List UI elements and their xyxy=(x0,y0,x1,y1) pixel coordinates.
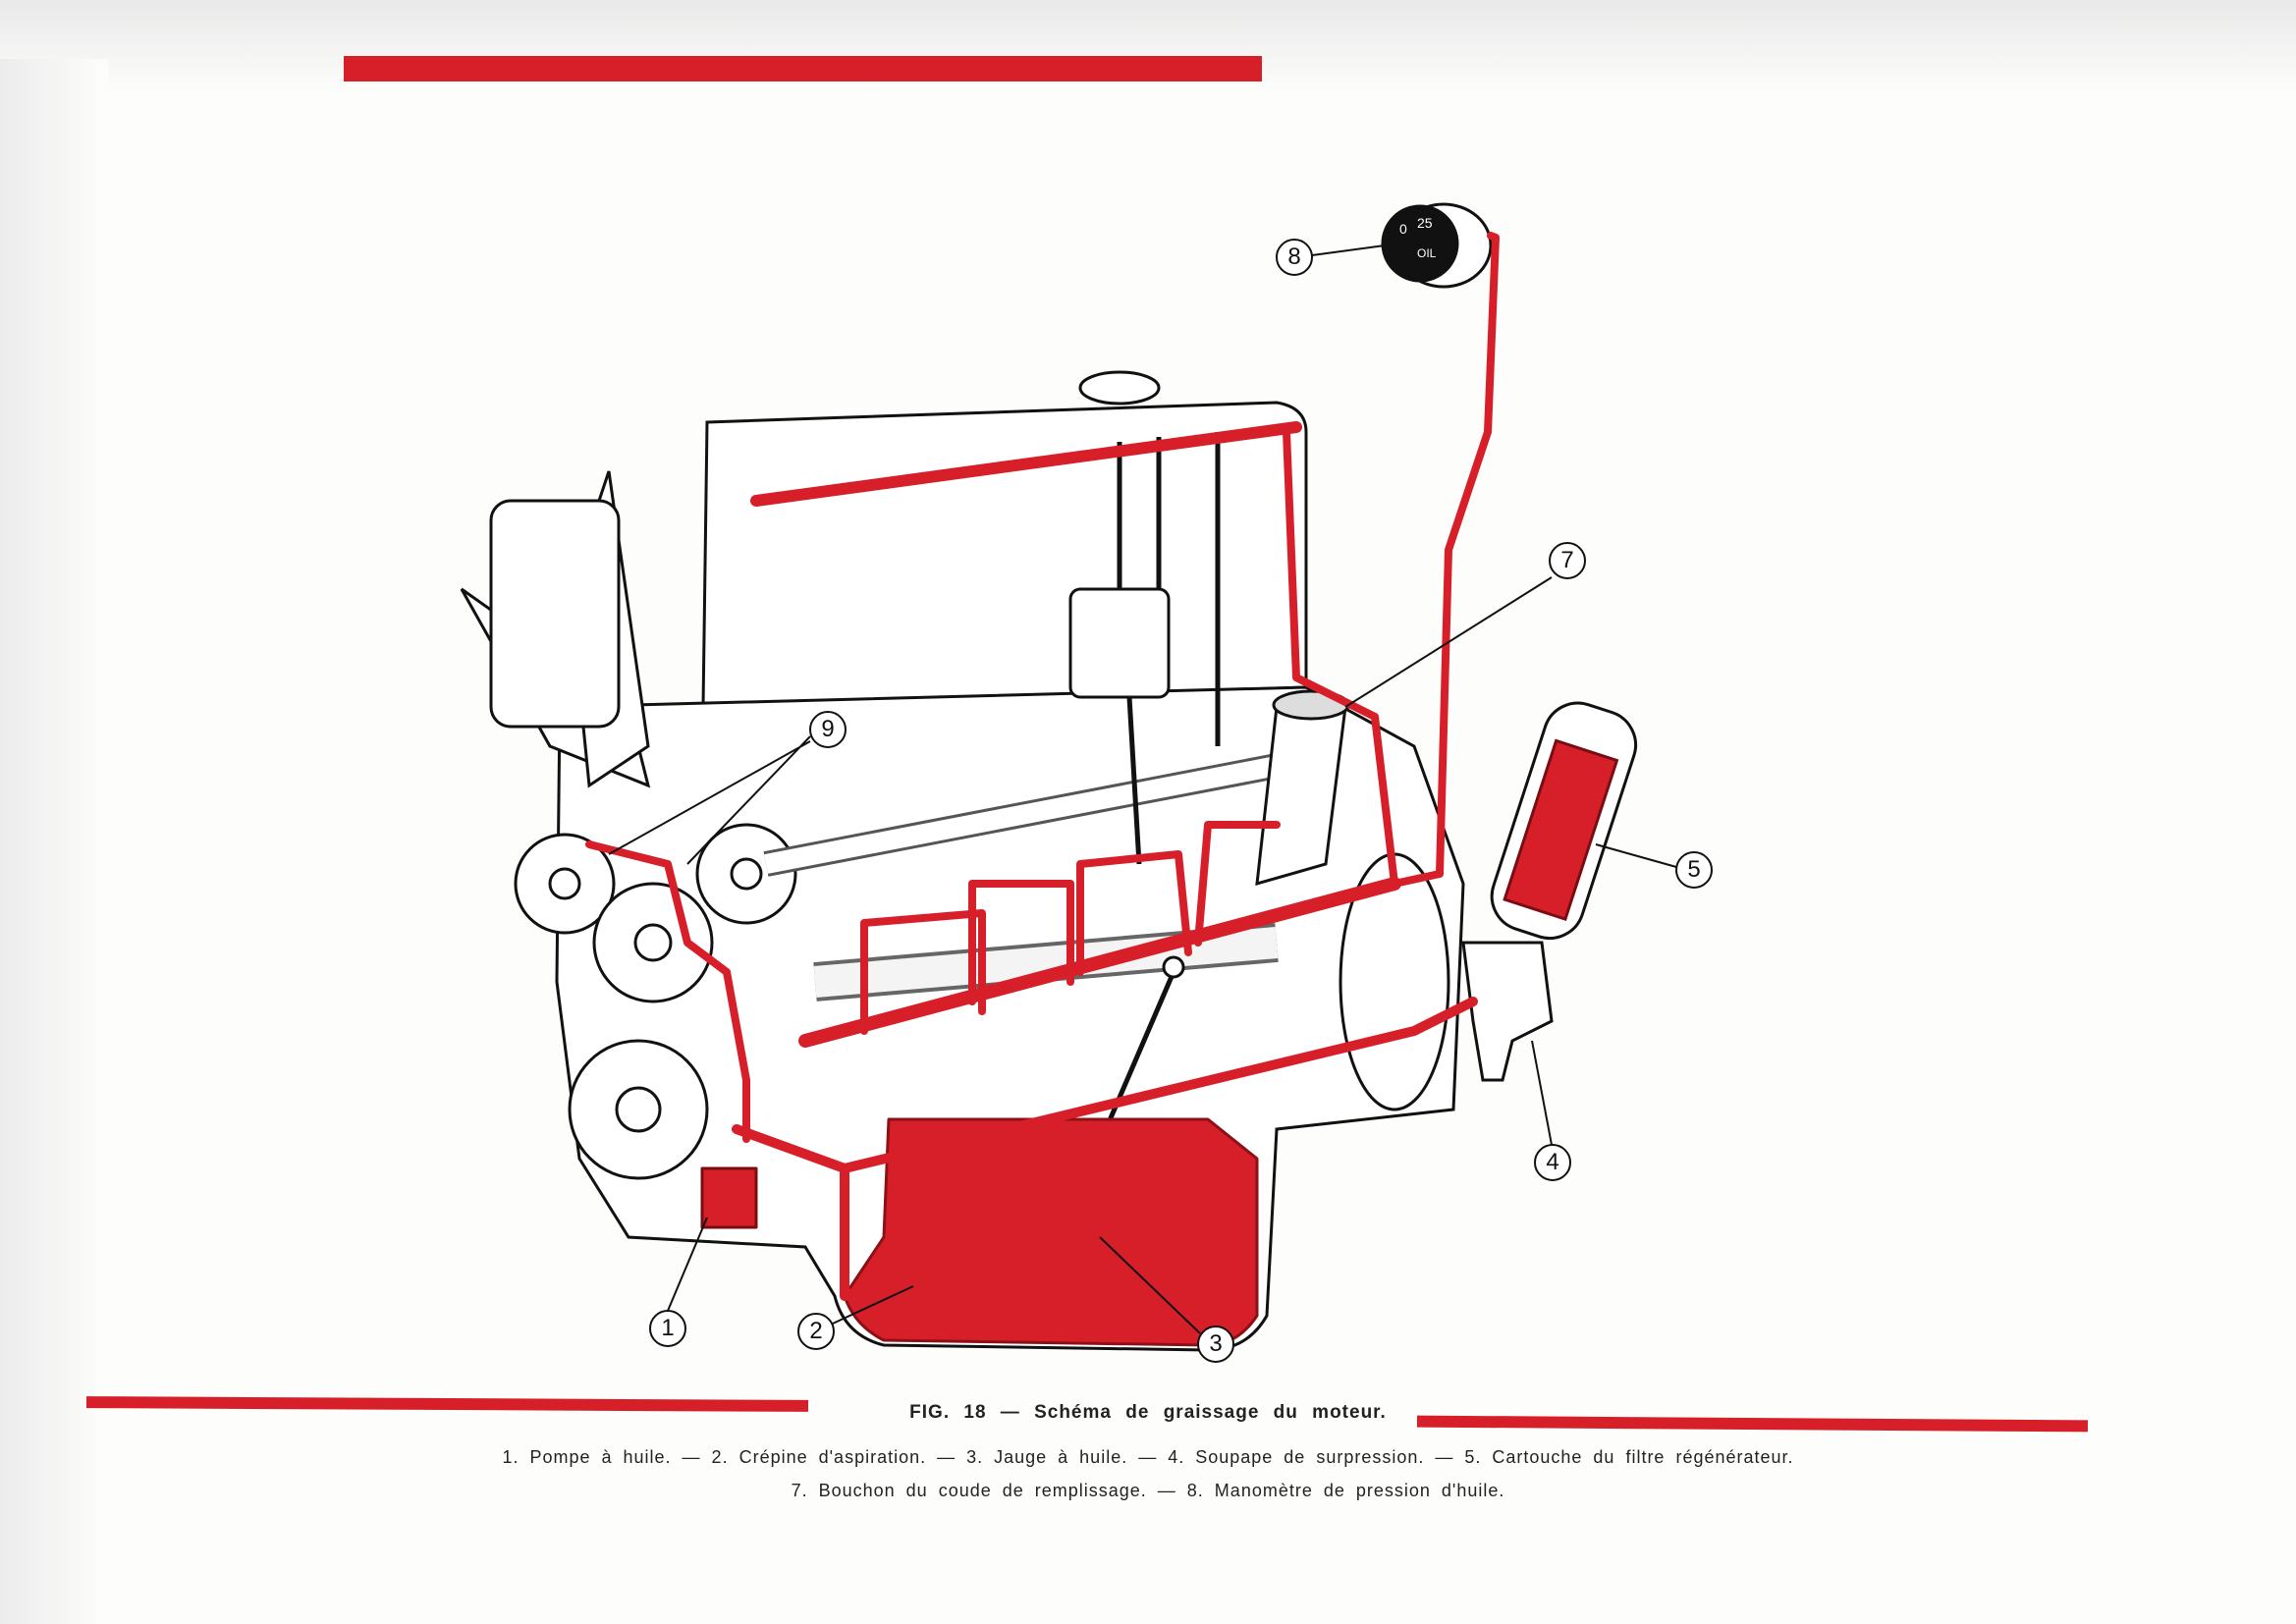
valve xyxy=(1117,432,1221,746)
thermostat-housing xyxy=(489,499,621,729)
oil-pressure-gauge-face xyxy=(1381,204,1459,283)
legend-line-2: 7. Bouchon du coude de remplissage. — 8.… xyxy=(791,1481,1505,1500)
lower-oil-gallery xyxy=(840,997,1478,1173)
gauge-low: 0 xyxy=(1399,221,1407,237)
timing-gear xyxy=(592,882,714,1003)
figure-caption: FIG. 18 — Schéma de graissage du moteur. xyxy=(909,1402,1387,1423)
leader-7 xyxy=(1344,576,1553,708)
oil-filler-cap xyxy=(1078,370,1161,406)
callout-8: 8 xyxy=(1276,239,1313,276)
callout-5: 5 xyxy=(1675,851,1713,889)
gauge-high: 25 xyxy=(1417,215,1433,231)
pump-feed xyxy=(732,1124,908,1301)
leader-8 xyxy=(1311,244,1386,256)
leader-1 xyxy=(667,1217,708,1312)
scan-shadow-left xyxy=(0,59,108,1624)
callout-7: 7 xyxy=(1549,542,1586,579)
branch xyxy=(968,880,1074,1005)
callout-2: 2 xyxy=(797,1313,835,1350)
leader-2 xyxy=(832,1285,914,1325)
leader-4 xyxy=(1531,1040,1553,1146)
top-red-rule xyxy=(344,56,1262,81)
timing-oil-feed xyxy=(585,840,750,1143)
callout-1: 1 xyxy=(649,1310,686,1347)
gauge-label: OIL xyxy=(1417,246,1437,260)
timing-gear xyxy=(514,833,616,935)
callout-9: 9 xyxy=(809,711,847,748)
leader-3 xyxy=(1099,1236,1201,1334)
gauge-oil-line xyxy=(1391,232,1500,888)
pump-body xyxy=(700,1166,758,1229)
leader-5 xyxy=(1595,843,1677,868)
oil-filter-cartridge xyxy=(1490,701,1638,940)
timing-gear xyxy=(695,823,797,925)
leader-9 xyxy=(608,735,811,865)
relief-valve xyxy=(1461,941,1554,1082)
callout-3: 3 xyxy=(1197,1326,1234,1363)
timing-gear xyxy=(568,1039,709,1180)
main-oil-gallery xyxy=(798,877,1401,1048)
callout-4: 4 xyxy=(1534,1144,1571,1181)
branch xyxy=(860,909,986,1035)
piston xyxy=(1068,587,1171,699)
rocker-oil-feed xyxy=(1283,428,1398,888)
branch xyxy=(1194,821,1281,947)
legend-line-1: 1. Pompe à huile. — 2. Crépine d'aspirat… xyxy=(502,1447,1794,1467)
rocker-shaft-oil xyxy=(750,421,1302,507)
branch xyxy=(1076,850,1192,976)
